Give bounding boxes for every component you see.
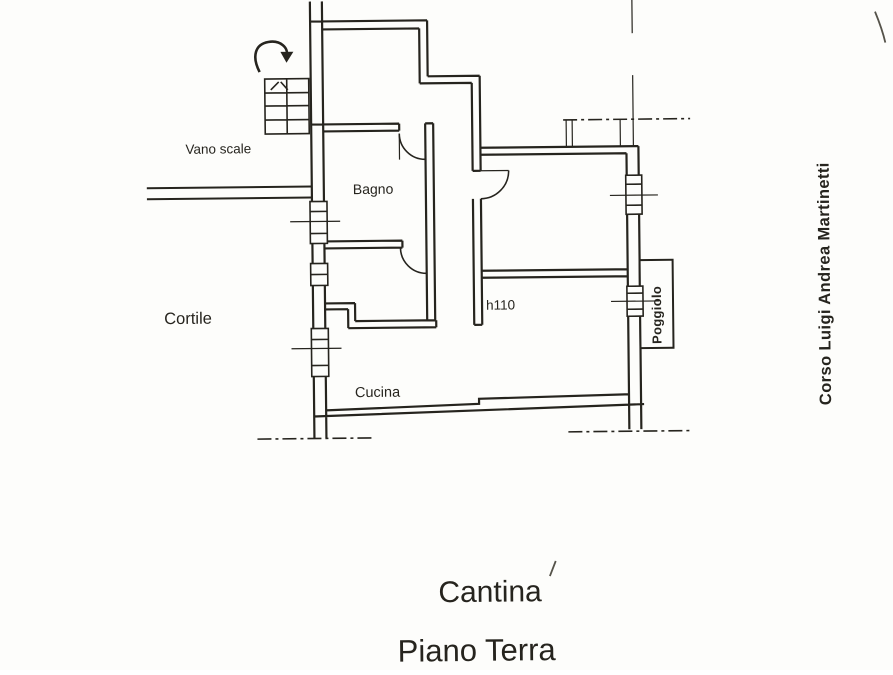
title-piano-terra: Piano Terra: [398, 632, 557, 669]
label-street: Corso Luigi Andrea Martinetti: [815, 162, 836, 405]
window-symbols: [309, 174, 644, 378]
arrowhead: [280, 51, 294, 63]
label-bagno: Bagno: [353, 181, 394, 197]
label-cortile: Cortile: [164, 310, 212, 328]
window-centerlines: [290, 194, 660, 350]
thin-lines: [398, 0, 634, 172]
stair-direction-arrow: [254, 40, 294, 73]
boundary-centerlines: [257, 117, 693, 440]
window-symbol-left-1: [309, 200, 329, 245]
window-symbol-left-3: [310, 327, 330, 378]
staircase-symbol: [263, 77, 311, 135]
label-h110: h110: [486, 297, 515, 312]
walls: [308, 1, 645, 439]
scan-artifact: [549, 11, 887, 577]
label-cucina: Cucina: [355, 385, 401, 401]
label-poggiolo: Poggiolo: [649, 286, 665, 344]
window-symbol-left-2: [309, 262, 329, 287]
courtyard-fence: [146, 185, 312, 201]
title-cantina: Cantina: [438, 575, 542, 609]
label-vano-scale: Vano scale: [185, 141, 251, 157]
door-symbols: [398, 133, 510, 275]
